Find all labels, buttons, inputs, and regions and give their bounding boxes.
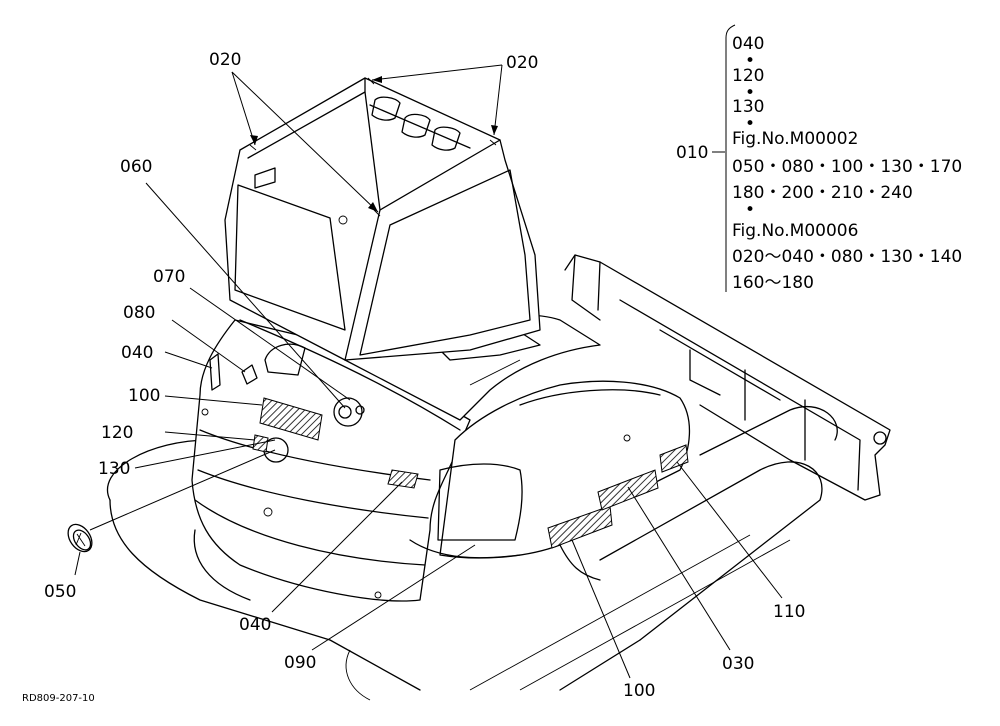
callout-020-left: 020 [209,50,241,70]
dozer-blade [564,254,891,501]
callout-100-bottom: 100 [623,681,655,701]
decal-100-bottom [547,505,613,549]
callout-050: 050 [44,582,76,602]
applicability-legend: 040 • 120 • 130 • Fig.No.M00002 050・080・… [732,34,962,293]
callout-080: 080 [123,303,155,323]
diagram-code: RD809-207-10 [22,693,95,704]
legend-line: 160～180 [732,273,814,293]
legend-line: Fig.No.M00006 [732,221,858,241]
legend-line: • [745,114,755,134]
callout-040-bottom: 040 [239,615,271,635]
callout-090: 090 [284,653,316,673]
callout-060: 060 [120,157,152,177]
excavator-drawing [67,77,891,701]
decal-040-left [209,353,221,391]
decals [209,343,689,549]
decal-110 [659,444,689,473]
decal-040-bottom [387,469,419,489]
callout-070: 070 [153,267,185,287]
callout-110: 110 [773,602,805,622]
operator-cab [224,77,541,361]
legend-line: • [745,83,755,103]
emblem-050 [67,523,93,553]
decal-070 [264,343,306,376]
legend-line: 120 [732,66,764,86]
legend-line: 020～040・080・130・140 [732,247,962,267]
callout-100-left: 100 [128,386,160,406]
legend-line: 180・200・210・240 [732,183,913,203]
callout-010: 010 [676,143,708,163]
callout-020-right: 020 [506,53,538,73]
callout-030: 030 [722,654,754,674]
decal-060-inner [338,405,352,419]
leader-lines [74,24,783,679]
decal-030 [597,469,659,511]
legend-line: 050・080・100・130・170 [732,157,962,177]
decal-100-left [259,397,323,441]
legend-line: • [745,51,755,71]
legend-line: 130 [732,97,764,117]
legend-line: Fig.No.M00002 [732,129,858,149]
callout-120: 120 [101,423,133,443]
crawler-tracks [107,405,838,701]
legend-line: 040 [732,34,764,54]
callout-040-left: 040 [121,343,153,363]
upper-body [191,314,691,602]
decal-080 [241,364,258,385]
callout-130: 130 [98,459,130,479]
callout-labels: 020 020 060 070 080 040 100 120 130 050 … [44,50,805,701]
legend-line: • [745,200,755,220]
